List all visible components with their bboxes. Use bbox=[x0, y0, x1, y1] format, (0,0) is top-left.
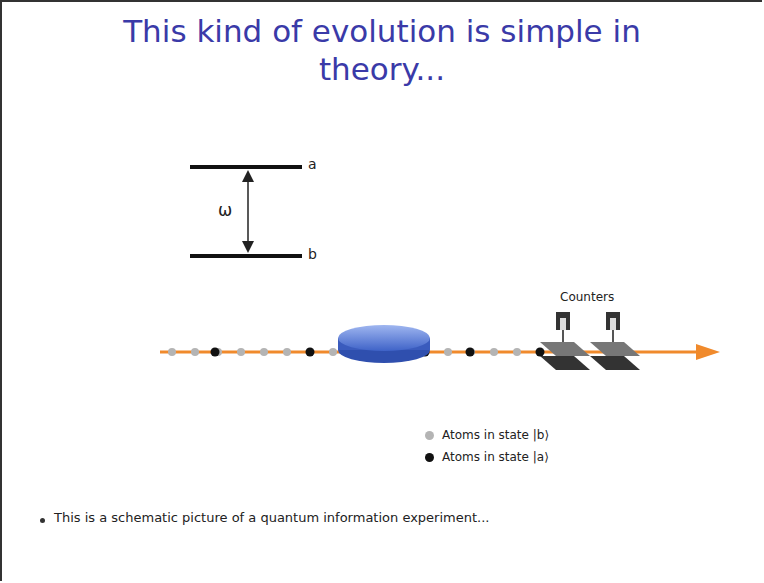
level-line bbox=[190, 254, 302, 258]
atom-dot bbox=[466, 348, 475, 357]
legend-text: Atoms in state |b⟩ bbox=[442, 428, 549, 442]
atom-dot bbox=[237, 348, 245, 356]
slide-title: This kind of evolution is simple in theo… bbox=[110, 12, 654, 88]
frequency-label: ω bbox=[218, 200, 232, 220]
legend-text: Atoms in state |a⟩ bbox=[442, 450, 549, 464]
level-line bbox=[190, 165, 302, 169]
atom-dot bbox=[283, 348, 291, 356]
level-label: b bbox=[308, 246, 317, 262]
counter bbox=[540, 312, 590, 370]
counter bbox=[590, 312, 640, 370]
atom-dot bbox=[329, 348, 337, 356]
atom-dot bbox=[306, 348, 315, 357]
level-label: a bbox=[308, 156, 317, 172]
atom-dot bbox=[191, 348, 199, 356]
atom-dot bbox=[444, 348, 452, 356]
cavity bbox=[338, 325, 430, 351]
atom-dot bbox=[211, 348, 220, 357]
bullet-dot bbox=[40, 518, 45, 523]
atom-dot bbox=[536, 348, 545, 357]
legend-swatch bbox=[425, 453, 434, 462]
transition-arrow bbox=[247, 176, 249, 247]
atom-dot bbox=[513, 348, 521, 356]
legend-swatch bbox=[425, 431, 434, 440]
counters-label: Counters bbox=[560, 290, 614, 304]
bullet-text: This is a schematic picture of a quantum… bbox=[54, 510, 489, 525]
atom-dot bbox=[490, 348, 498, 356]
beam-arrowhead bbox=[696, 344, 720, 360]
atom-dot bbox=[168, 348, 176, 356]
atom-dot bbox=[260, 348, 268, 356]
atom-dot bbox=[306, 348, 314, 356]
